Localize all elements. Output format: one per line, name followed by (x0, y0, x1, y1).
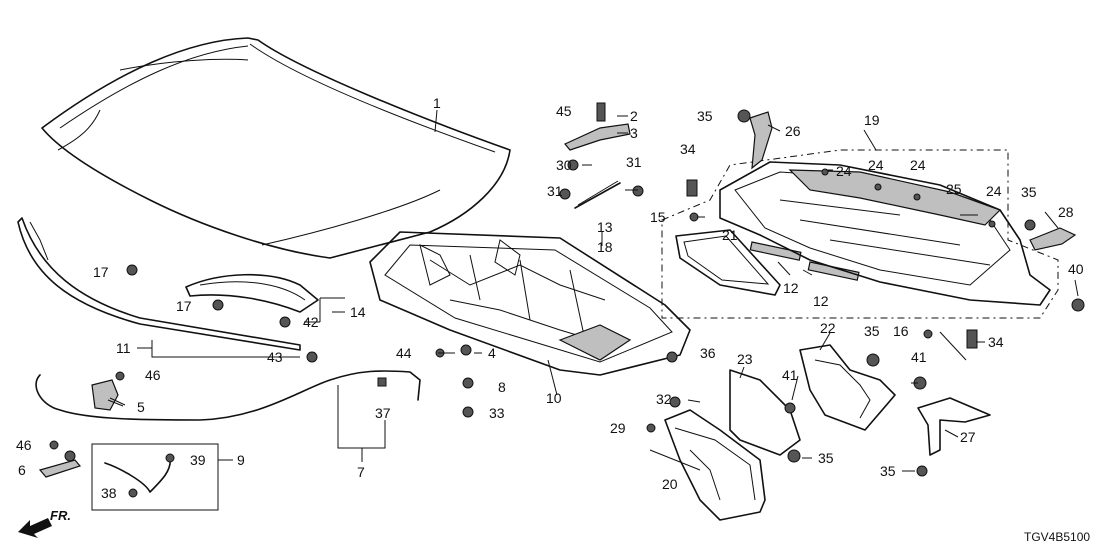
cowl-end-bracket (749, 111, 773, 170)
callout-2: 2 (630, 108, 638, 124)
callout-35-e: 35 (880, 463, 896, 479)
callout-17-b: 17 (176, 298, 192, 314)
callout-13: 13 (597, 219, 613, 235)
callout-24-c: 24 (910, 157, 926, 173)
callout-17-a: 17 (93, 264, 109, 280)
hood-latch (91, 379, 126, 411)
hood-support-rod (559, 180, 644, 209)
callout-39: 39 (190, 452, 206, 468)
callout-35-d: 35 (818, 450, 834, 466)
callout-43: 43 (267, 349, 283, 365)
front-direction-indicator: FR. (18, 508, 71, 538)
front-arrow-icon (18, 518, 52, 538)
callout-8: 8 (498, 379, 506, 395)
side-bracket-22 (799, 344, 896, 431)
latch-bracket (38, 450, 82, 478)
hood-release-cable (35, 370, 421, 421)
fasteners (49, 109, 1085, 477)
callout-30: 30 (556, 157, 572, 173)
callout-35-b: 35 (1021, 184, 1037, 200)
callout-26: 26 (785, 123, 801, 139)
callout-18: 18 (597, 239, 613, 255)
cowl-top-cover (719, 161, 1051, 306)
callout-16: 16 (893, 323, 909, 339)
cowl-seal (675, 229, 781, 296)
callout-7: 7 (357, 464, 365, 480)
callout-34-a: 34 (680, 141, 696, 157)
callout-12-b: 12 (813, 293, 829, 309)
callout-numbers: 1 2 3 45 35 26 19 34 30 31 31 13 18 15 2… (16, 95, 1084, 501)
corner-bracket (1029, 227, 1077, 251)
diagram-code: TGV4B5100 (1024, 530, 1090, 544)
callout-4: 4 (488, 345, 496, 361)
callout-24-b: 24 (868, 157, 884, 173)
hinge-bracket (564, 102, 631, 171)
callout-5: 5 (137, 399, 145, 415)
cowl-strip-a (749, 241, 802, 261)
cowl-assembly-boundary (661, 149, 1059, 319)
cable-assembly-9 (91, 443, 219, 511)
leader-lines (107, 109, 1079, 472)
callout-46-a: 46 (145, 367, 161, 383)
side-bracket-27 (917, 397, 991, 456)
callout-31-b: 31 (547, 183, 563, 199)
callout-29: 29 (610, 420, 626, 436)
front-direction-label: FR. (50, 508, 71, 523)
front-molding-strip (17, 217, 301, 351)
callout-31-a: 31 (626, 154, 642, 170)
callout-35-c: 35 (864, 323, 880, 339)
callout-9: 9 (237, 452, 245, 468)
hood-seal-rail (185, 273, 319, 328)
callout-34-b: 34 (988, 334, 1004, 350)
callout-24-a: 24 (836, 163, 852, 179)
callout-10: 10 (546, 390, 562, 406)
callout-37: 37 (375, 405, 391, 421)
callout-6: 6 (18, 462, 26, 478)
callout-32: 32 (656, 391, 672, 407)
callout-15: 15 (650, 209, 666, 225)
callout-46-b: 46 (16, 437, 32, 453)
callout-36: 36 (700, 345, 716, 361)
callout-23: 23 (737, 351, 753, 367)
callout-35-a: 35 (697, 108, 713, 124)
callout-3: 3 (630, 125, 638, 141)
callout-24-d: 24 (986, 183, 1002, 199)
callout-11: 11 (116, 340, 131, 356)
callout-22: 22 (820, 320, 836, 336)
callout-40: 40 (1068, 261, 1084, 277)
callout-33: 33 (489, 405, 505, 421)
callout-14: 14 (350, 304, 366, 320)
callout-19: 19 (864, 112, 880, 128)
callout-25: 25 (946, 181, 962, 197)
hood-panel (41, 37, 511, 259)
callout-21: 21 (722, 227, 738, 243)
callout-20: 20 (662, 476, 678, 492)
callout-27: 27 (960, 429, 976, 445)
cowl-strip-b (807, 261, 860, 281)
callout-41-a: 41 (782, 367, 798, 383)
under-cover-middle (729, 369, 801, 456)
callout-42: 42 (303, 314, 319, 330)
callout-1: 1 (433, 95, 441, 111)
cable-clip-37 (377, 377, 387, 387)
callout-12-a: 12 (783, 280, 799, 296)
callout-45: 45 (556, 103, 572, 119)
callout-44: 44 (396, 345, 412, 361)
callout-38: 38 (101, 485, 117, 501)
callout-28: 28 (1058, 204, 1074, 220)
under-cover-left (664, 409, 766, 521)
hood-inner-frame (369, 231, 691, 376)
callout-41-b: 41 (911, 349, 927, 365)
